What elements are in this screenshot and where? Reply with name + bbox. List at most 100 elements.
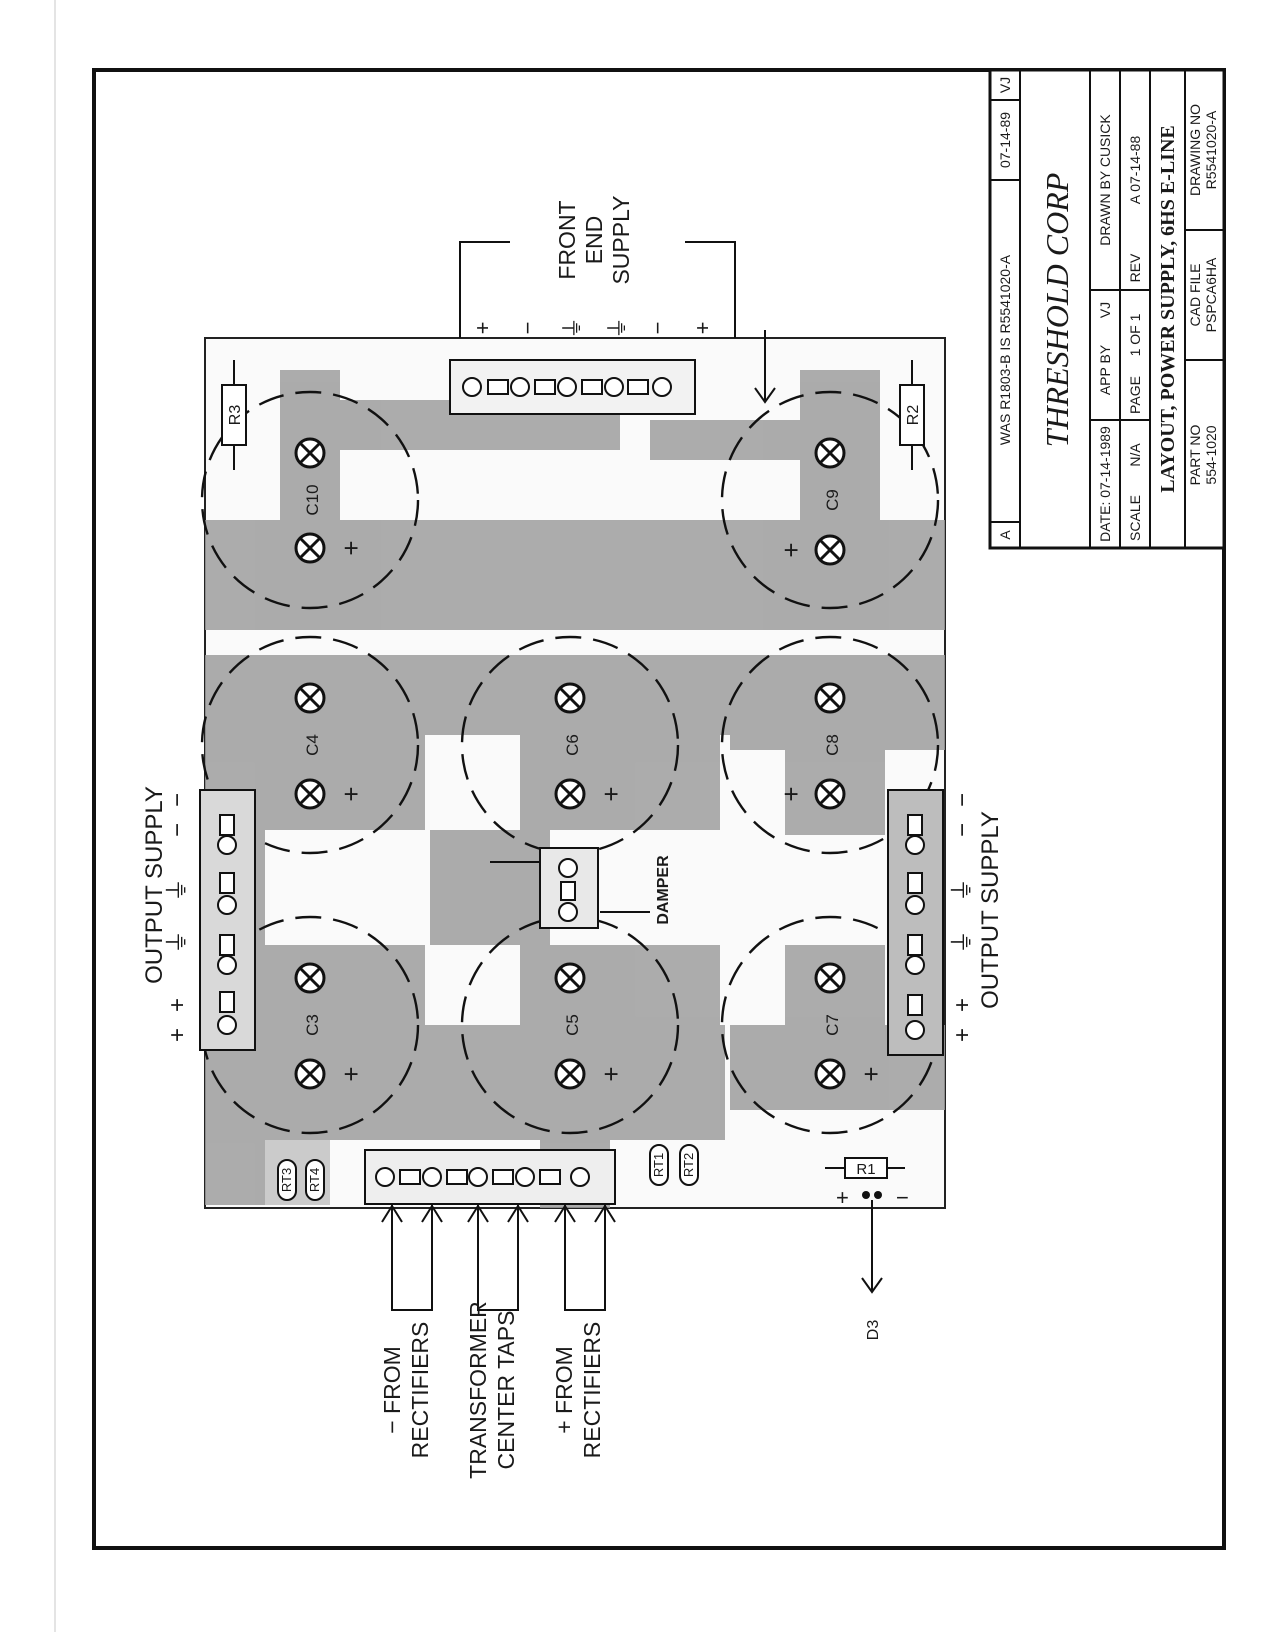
title-drawing-title: LAYOUT, POWER SUPPLY, 6HS E-LINE [1157,125,1179,493]
title-company: THRESHOLD CORP [1039,173,1075,448]
plus-sign: + [596,1066,626,1081]
input-arrows [381,1204,616,1311]
transformer-center-taps-line1: TRANSFORMER [465,1301,491,1479]
drawing-frame [92,68,1226,1550]
title-rev-value: A 07-14-88 [1127,136,1143,205]
input-labels: − FROM RECTIFIERS TRANSFORMER CENTER TAP… [379,1301,605,1479]
resistor-label-r3: R3 [227,405,244,426]
thermistor-label-rt1: RT1 [651,1153,666,1177]
front-end-label-line1: FRONT [554,200,580,279]
capacitor-labels: C10 C9 C4 C6 C8 C3 C5 C7 [303,484,842,1035]
sign: ⏚ [164,930,191,954]
damper-terminal: DAMPER [490,847,672,929]
cap-label-c10: C10 [303,484,322,515]
sign: + [949,1028,976,1042]
title-revision-note: WAS R1803-B IS R5541020-A [997,254,1013,445]
title-date: DATE: 07-14-1989 [1097,426,1113,542]
title-rev: REV [1127,253,1143,282]
title-scale-value: N/A [1127,443,1143,467]
front-end-label-line3: SUPPLY [608,195,634,284]
resistor-label-r1: R1 [856,1161,875,1178]
plus-sign: + [336,1066,366,1081]
title-rev-letter: A [997,530,1013,540]
sign: − [515,322,540,335]
title-scale: SCALE [1127,495,1143,541]
sign: + [949,998,976,1012]
title-app-by: APP BY [1097,344,1113,395]
diode-d3: + − D3 [836,1185,909,1340]
damper-label: DAMPER [655,855,672,925]
thermistor-label-rt3: RT3 [279,1168,294,1192]
title-cad-file: PSPCA6HA [1203,257,1219,332]
cap-label-c7: C7 [823,1014,842,1036]
terminal-strip-front-end [449,359,696,415]
terminal-strip-output-bottom [887,789,944,1056]
front-end-supply-group: FRONT END SUPPLY + − ⏚ ⏚ − + [459,195,776,404]
sign: − [645,322,670,335]
plus-sign: + [776,542,806,557]
plus-sign: + [336,786,366,801]
minus-from-rectifiers-line2: RECTIFIERS [407,1322,433,1459]
d3-label: D3 [865,1320,882,1341]
cap-label-c4: C4 [303,734,322,756]
title-drawing-no: R5541020-A [1203,110,1219,189]
terminal-strip-rectifiers [364,1149,616,1205]
resistor-r1: R1 [825,1157,905,1179]
output-supply-bottom-label: OUTPUT SUPPLY [977,811,1004,1009]
output-supply-bottom-group: OUTPUT SUPPLY + + ⏚ ⏚ − − [949,793,1004,1042]
plus-sign: + [776,786,806,801]
title-part-no: 554-1020 [1203,425,1219,484]
cap-label-c9: C9 [823,489,842,511]
sign: − [164,823,191,837]
sign: + [164,998,191,1012]
capacitor-polarity: + + + + + + + + [336,540,886,1081]
plus-sign: + [856,1066,886,1081]
cap-label-c3: C3 [303,1014,322,1036]
title-drawn-by: DRAWN BY CUSICK [1097,114,1113,246]
terminal-strip-output-top [199,789,256,1051]
resistor-r2: R2 [899,360,925,470]
plus-sign: + [336,540,366,555]
thermistor-label-rt2: RT2 [681,1153,696,1177]
sign: − [949,823,976,837]
sign: + [164,1028,191,1042]
plus-from-rectifiers-line2: RECTIFIERS [579,1322,605,1459]
title-page-value: 1 OF 1 [1127,313,1143,356]
front-end-label-line2: END [581,216,607,265]
thermistor-label-rt4: RT4 [307,1168,322,1192]
board-area: C10 C9 C4 C6 C8 C3 C5 C7 + + + + + + + + [141,195,1004,1478]
title-part-no-label: PART NO [1187,425,1203,486]
title-block: A WAS R1803-B IS R5541020-A 07-14-89 VJ … [988,68,1226,550]
transformer-center-taps-line2: CENTER TAPS [493,1311,519,1470]
title-app-by-initials: VJ [1097,302,1113,318]
sign: − [164,793,191,807]
title-revision-date: 07-14-89 [997,112,1013,168]
plus-from-rectifiers-line1: + FROM [551,1346,577,1434]
sign: − [949,793,976,807]
sign: ⏚ [164,878,191,902]
d3-minus: − [896,1185,909,1210]
title-drawing-no-label: DRAWING NO [1187,104,1203,196]
title-page: PAGE [1127,376,1143,414]
sign: ⏚ [949,930,976,954]
minus-from-rectifiers-line1: − FROM [379,1346,405,1434]
sign: ⏚ [560,317,585,339]
sign: + [470,322,495,335]
d3-plus: + [836,1185,849,1210]
cap-label-c5: C5 [563,1014,582,1036]
sign: ⏚ [949,878,976,902]
resistor-label-r2: R2 [905,405,922,426]
title-cad-file-label: CAD FILE [1187,263,1203,326]
plus-sign: + [596,786,626,801]
sign: ⏚ [605,317,630,339]
cap-label-c8: C8 [823,734,842,756]
title-revision-initials: VJ [997,77,1013,93]
thermistors: RT3 RT4 RT1 RT2 [277,1144,699,1201]
resistor-r3: R3 [221,360,247,470]
output-supply-top-label: OUTPUT SUPPLY [141,786,168,984]
output-supply-top-group: OUTPUT SUPPLY + + ⏚ ⏚ − − [141,786,191,1042]
cap-label-c6: C6 [563,734,582,756]
sign: + [690,322,715,335]
